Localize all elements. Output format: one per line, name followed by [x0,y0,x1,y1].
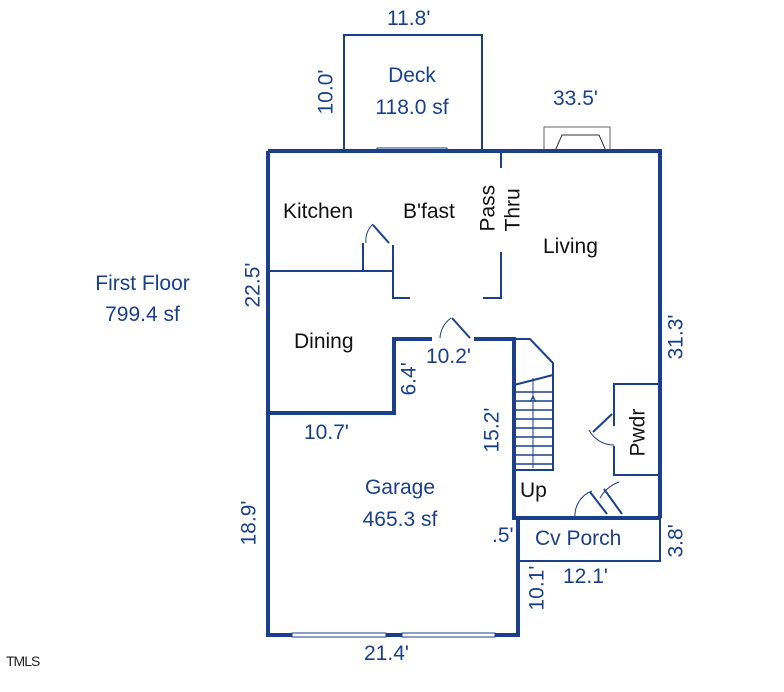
garage-door-right [401,632,496,638]
garage-door-left [291,632,387,638]
plan-title: First Floor [95,272,190,295]
stair-arrow-head [529,394,537,403]
exterior-wall [266,149,662,637]
dim-deck-depth: 10.0' [314,69,338,115]
garage-entry-door-swing [439,317,452,339]
stair-label-up: Up [520,479,547,502]
fireplace-hearth [554,134,607,152]
dim-left-lower: 18.9' [237,500,261,546]
dim-porch-width: 12.1' [563,565,608,588]
kitchen-door [372,224,390,244]
room-label-thru: Thru [501,188,525,232]
porch-outline [517,517,661,562]
dim-porch-depth: 3.8' [664,524,688,558]
front-door-right [603,488,623,515]
stair-outline [514,338,554,471]
dim-dining-wall: 10.7' [304,421,349,444]
dim-left-upper: 22.5' [241,262,265,308]
plan-area: 799.4 sf [105,303,180,326]
room-label-pwdr: Pwdr [626,408,650,457]
deck-outline [343,34,483,152]
powder-door [592,413,613,433]
room-label-dining: Dining [294,330,354,353]
room-label-pass: Pass [476,184,500,232]
powder-room-wall [613,383,660,476]
room-label-cv-porch: Cv Porch [535,527,622,550]
dim-stair-side: 15.2' [480,407,504,453]
front-door-left [589,491,608,515]
pass-thru-wall [483,151,502,299]
room-label-deck: Deck [388,64,436,87]
kitchen-door-swing [365,223,374,244]
front-door-swing [574,481,620,518]
powder-door-swing [588,429,615,446]
room-label-garage: Garage [364,476,436,499]
dim-garage-top: 10.2' [426,345,471,368]
fireplace [543,126,611,152]
dim-porch-jog: .5' [492,524,514,547]
room-area-deck: 118.0 sf [375,96,449,119]
dim-right-upper: 31.3' [664,314,688,360]
dim-top-width: 33.5' [553,87,598,110]
garage-entry-door [451,317,471,339]
dim-bottom-width: 21.4' [364,642,409,665]
dim-deck-width: 11.8' [387,7,431,30]
room-label-bfast: B'fast [403,200,455,223]
watermark: TMLS [6,653,40,669]
room-label-kitchen: Kitchen [283,200,354,223]
room-area-garage: 465.3 sf [362,508,438,531]
room-label-living: Living [543,235,598,258]
dim-dining-step: 6.4' [397,362,421,396]
kitchen-wall [268,243,410,299]
dim-garage-right: 10.1' [525,565,549,611]
